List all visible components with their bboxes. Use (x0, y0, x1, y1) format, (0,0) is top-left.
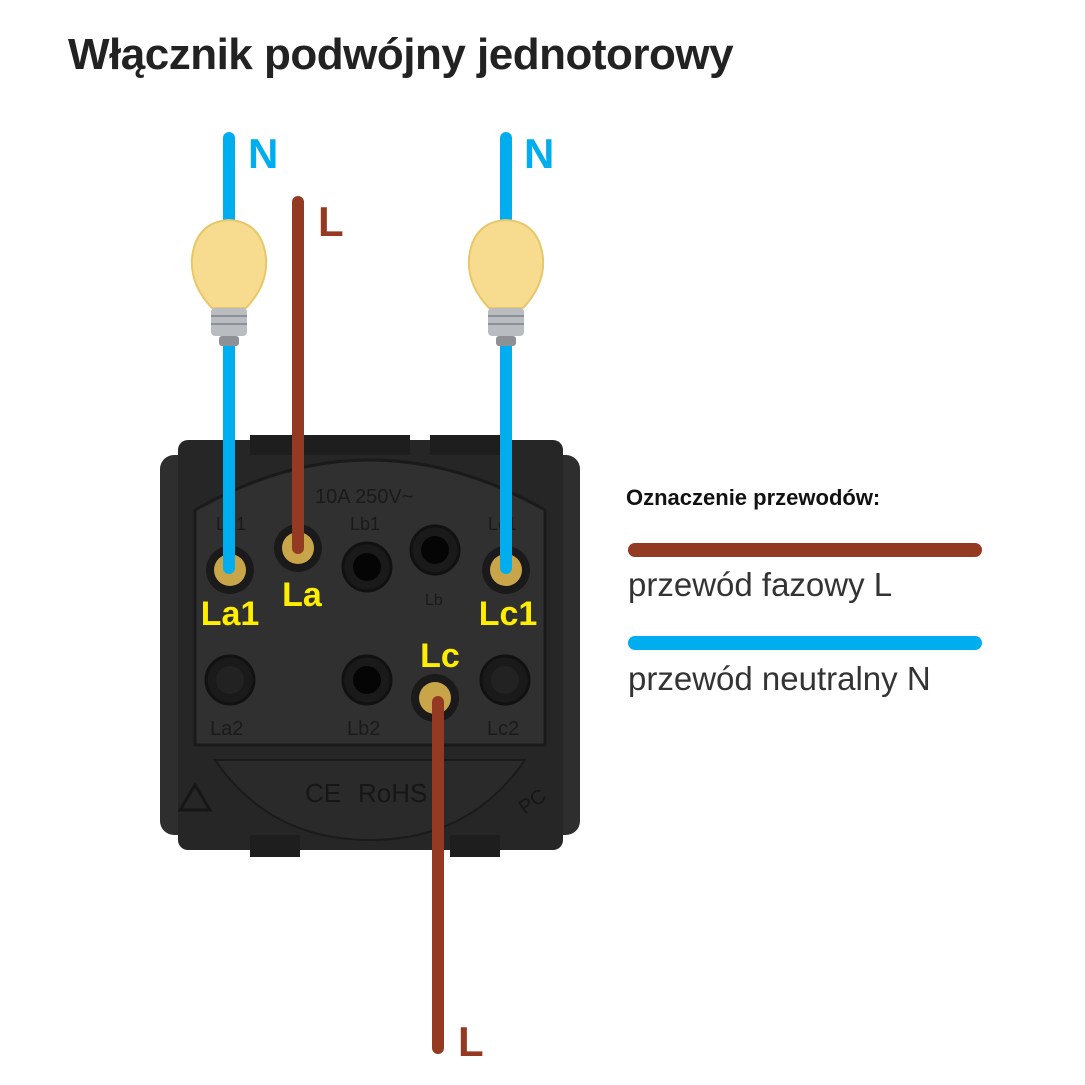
legend-phase-swatch (628, 543, 982, 557)
terminal-label-lc: Lc (420, 637, 460, 675)
rohs-marking: RoHS (358, 778, 427, 808)
legend-neutral-swatch (628, 636, 982, 650)
lc2-marking: Lc2 (487, 718, 519, 740)
neutral-label-left: N (248, 130, 278, 177)
page-title: Włącznik podwójny jednotorowy (68, 30, 734, 79)
light-bulb-icon (467, 218, 545, 346)
terminal-holes (204, 524, 531, 706)
phase-label-bottom: L (458, 1018, 484, 1065)
lb-marking: Lb (425, 592, 443, 609)
phase-label-top: L (318, 198, 344, 245)
lb2-marking: Lb2 (347, 718, 380, 740)
light-bulb-icon (190, 218, 268, 346)
recycle-icon (177, 782, 213, 812)
terminal-label-la1: La1 (201, 595, 260, 633)
legend-neutral-label: przewód neutralny N (628, 660, 931, 697)
terminal-label-la: La (282, 576, 323, 614)
legend-title: Oznaczenie przewodów: (626, 485, 881, 510)
neutral-label-right: N (524, 130, 554, 177)
lb1-marking: Lb1 (350, 514, 380, 534)
rating-marking: 10A 250V~ (315, 486, 413, 508)
la2-marking: La2 (210, 718, 243, 740)
legend-phase-label: przewód fazowy L (628, 566, 893, 603)
terminal-label-lc1: Lc1 (479, 595, 538, 633)
switch-mechanism: 10A 250V~ La1 Lb1 Lc1 Lb La2 Lb2 Lc2 CE … (160, 435, 580, 857)
ce-marking: CE (305, 778, 341, 808)
